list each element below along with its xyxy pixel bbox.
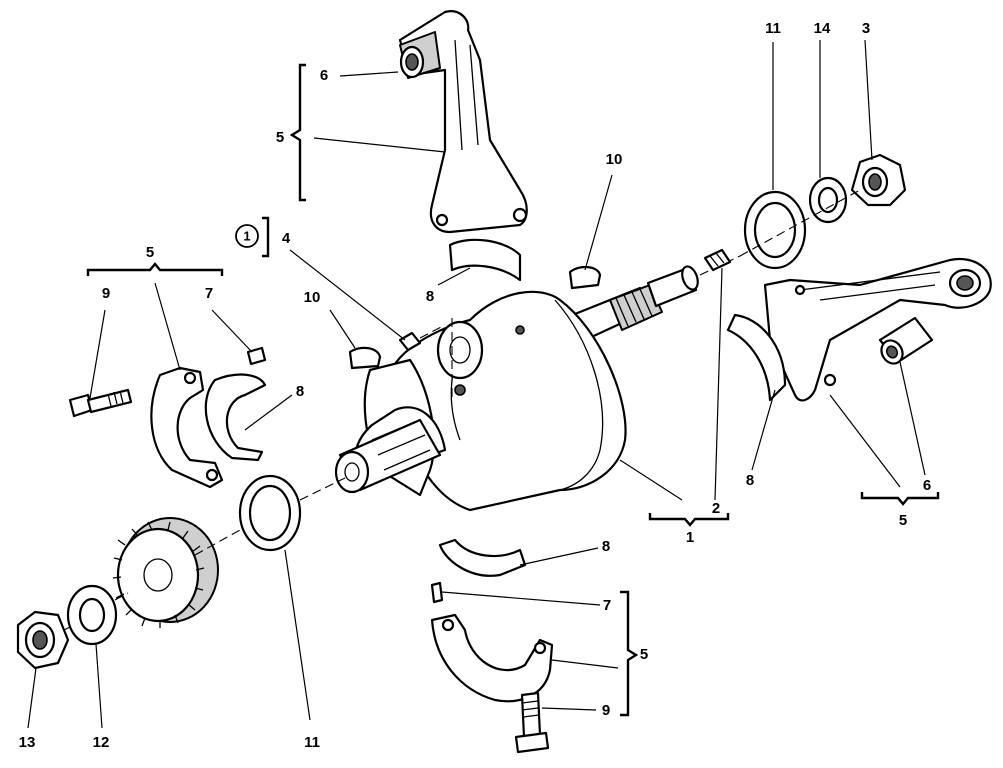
callout-1: 1 <box>686 529 694 546</box>
callout-9-lower: 9 <box>602 702 610 719</box>
leader-lines <box>27 39 926 729</box>
callout-8-lower: 8 <box>602 538 610 555</box>
brace-left-rod <box>86 262 224 276</box>
upper-connecting-rod <box>398 10 528 234</box>
callout-12: 12 <box>93 734 110 751</box>
bearing-shell-left <box>204 373 267 462</box>
callout-10-left: 10 <box>304 289 321 306</box>
callout-8-left: 8 <box>296 383 304 400</box>
callout-11-right: 11 <box>765 20 781 37</box>
callout-8-upper: 8 <box>426 288 434 305</box>
dowel-pin-lower <box>430 581 444 604</box>
washer-right <box>808 176 848 224</box>
nut-right <box>850 153 907 207</box>
callout-10-upper: 10 <box>606 151 623 168</box>
bearing-shell-upper <box>448 238 522 282</box>
callout-14: 14 <box>814 20 831 37</box>
grub-screw <box>703 248 732 272</box>
cap-bolt-lower <box>514 691 550 754</box>
callout-5-upper: 5 <box>276 129 284 146</box>
woodruff-key-left <box>348 346 382 370</box>
woodruff-key-upper <box>568 265 602 290</box>
callout-3: 3 <box>862 20 870 37</box>
dowel-pin-left <box>246 346 267 366</box>
callout-7-lower: 7 <box>603 597 611 614</box>
gear-nut <box>16 610 70 670</box>
callout-5-right: 5 <box>899 512 907 529</box>
bearing-shell-right <box>726 313 787 402</box>
callout-9-left: 9 <box>102 285 110 302</box>
callout-labels: 6 5 1 4 8 10 10 5 9 7 8 11 14 3 2 1 8 6 … <box>19 20 932 751</box>
timing-gear <box>112 517 219 628</box>
callout-7-left: 7 <box>205 285 213 302</box>
brace-crankshaft <box>648 513 730 527</box>
callout-13: 13 <box>19 734 36 751</box>
callout-5-left: 5 <box>146 244 154 261</box>
crankshaft <box>334 265 699 512</box>
callout-5-lower: 5 <box>640 646 648 663</box>
callout-6-upper: 6 <box>320 67 328 84</box>
brace-lower-rod <box>620 590 639 717</box>
callout-4: 4 <box>282 230 291 247</box>
cap-bolt-left <box>68 388 133 418</box>
thrust-washer-right <box>743 190 807 270</box>
thrust-washer-left <box>238 474 302 552</box>
callout-11-left: 11 <box>304 734 320 751</box>
small-end-bush-right <box>878 316 934 365</box>
plug <box>398 324 446 352</box>
brace-upper-rod <box>289 63 306 202</box>
callout-circle <box>235 224 259 248</box>
callout-6-right: 6 <box>923 477 931 494</box>
callout-8-right: 8 <box>746 472 754 489</box>
bearing-shell-lower <box>438 538 527 577</box>
left-rod-cap <box>150 366 224 489</box>
brace-right-rod <box>860 492 940 506</box>
right-connecting-rod <box>763 257 992 402</box>
callout-2: 2 <box>712 500 720 517</box>
lower-rod-cap <box>430 613 554 703</box>
callout-circled-1: 1 <box>243 228 250 243</box>
gear-washer <box>66 584 118 646</box>
brace-circled-one <box>262 216 270 258</box>
